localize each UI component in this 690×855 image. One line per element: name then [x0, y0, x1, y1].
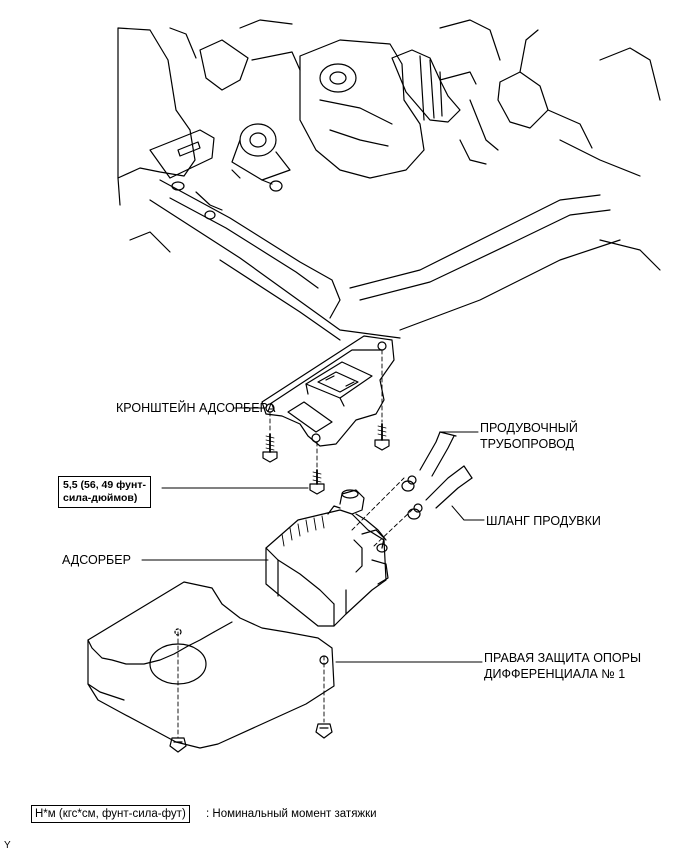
torque-line1: 5,5 (56, 49 фунт- [63, 479, 146, 491]
leader-lines [141, 407, 485, 663]
bolt-bracket-center [309, 469, 325, 495]
differential-guard [87, 581, 335, 749]
bracket-bolts [262, 423, 390, 495]
label-guard-line2: ДИФФЕРЕНЦИАЛА № 1 [484, 667, 626, 681]
canister-bracket [261, 335, 395, 447]
legend-text: : Номинальный момент затяжки [206, 808, 377, 820]
label-guard-line1: ПРАВАЯ ЗАЩИТА ОПОРЫ [484, 651, 642, 665]
legend-unit-box: Н*м (кгс*см, фунт-сила-фут) [31, 805, 190, 823]
bolt-bracket-left [262, 433, 278, 463]
torque-spec-box: 5,5 (56, 49 фунт- сила-дюймов) [58, 476, 151, 508]
charcoal-canister [265, 489, 389, 627]
bolt-guard-left [169, 737, 187, 753]
corner-mark: Y [4, 840, 11, 851]
underbody-illustration [117, 19, 661, 341]
label-bracket: КРОНШТЕЙН АДСОРБЕРА [116, 401, 276, 415]
bolt-bracket-right [374, 423, 390, 451]
bolt-guard-right [315, 723, 333, 739]
alignment-lines [177, 349, 413, 739]
label-purge-pipe-line1: ПРОДУВОЧНЫЙ [480, 421, 578, 435]
torque-line2: сила-дюймов) [63, 492, 138, 504]
guard-bolts [169, 723, 333, 753]
label-purge-hose: ШЛАНГ ПРОДУВКИ [486, 514, 601, 528]
label-purge-pipe-line2: ТРУБОПРОВОД [480, 437, 575, 451]
purge-lines [401, 431, 473, 520]
label-canister: АДСОРБЕР [62, 553, 131, 567]
